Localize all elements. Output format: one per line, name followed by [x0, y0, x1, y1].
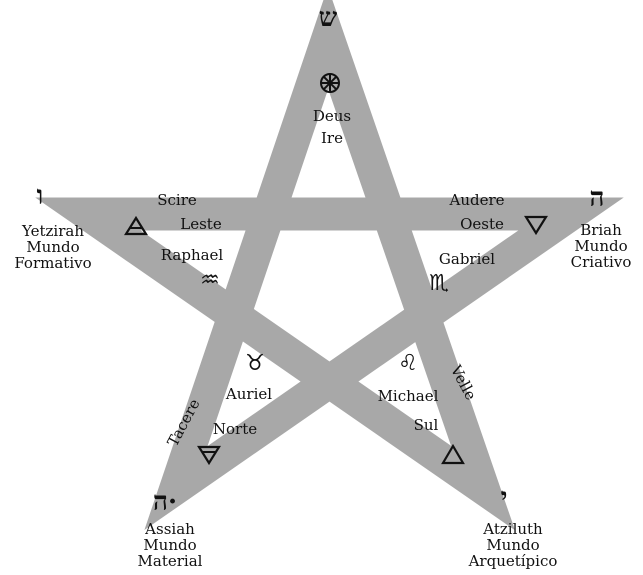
raphael-label: Raphael: [161, 246, 224, 264]
deus-label: Deus: [313, 107, 351, 125]
water-triangle-icon: [524, 215, 548, 236]
briah-label: Briah: [580, 221, 622, 239]
oeste-label: Oeste: [460, 215, 504, 233]
mundo-arquetipico-label-2: Arquetípico: [468, 552, 558, 570]
mundo-criativo-label-1: Mundo: [574, 237, 627, 255]
mundo-material-label-1: Mundo: [143, 536, 196, 554]
mundo-arquetipico-label-1: Mundo: [486, 536, 539, 554]
audere-label: Audere: [448, 191, 504, 209]
he-letter-right: ה: [590, 183, 605, 213]
auriel-label: Auriel: [225, 385, 272, 403]
ire-label: Ire: [321, 129, 343, 147]
gabriel-label: Gabriel: [439, 250, 495, 268]
assiah-label: Assiah: [144, 520, 195, 538]
vav-letter: ו: [37, 181, 44, 211]
aquarius-icon: ♒: [200, 268, 220, 293]
taurus-icon: ♉: [245, 351, 265, 376]
air-triangle-icon: [124, 215, 148, 236]
scorpio-icon: ♏: [429, 271, 449, 296]
yetzirah-label: Yetzirah: [21, 222, 84, 240]
star-band: [35, 0, 624, 531]
yod-letter: י: [501, 483, 508, 513]
he-letter-bottom-left: ה·: [153, 487, 177, 517]
atziluth-label: Atziluth: [482, 520, 543, 538]
sul-label: Sul: [414, 416, 439, 434]
mundo-material-label-2: Material: [138, 552, 203, 570]
leste-label: Leste: [180, 215, 222, 233]
mundo-formativo-label-1: Mundo: [26, 238, 79, 256]
earth-triangle-icon: [197, 445, 221, 466]
pentagram-star: [35, 0, 624, 531]
norte-label: Norte: [213, 420, 257, 438]
mundo-criativo-label-2: Criativo: [571, 253, 632, 271]
mundo-formativo-label-2: Formativo: [14, 254, 91, 272]
spirit-wheel-icon: [320, 73, 340, 93]
fire-triangle-icon: [441, 443, 465, 465]
scire-label: Scire: [157, 191, 197, 209]
michael-label: Michael: [378, 387, 439, 405]
shin-letter: ש: [319, 3, 338, 33]
leo-icon: ♌: [398, 351, 418, 376]
